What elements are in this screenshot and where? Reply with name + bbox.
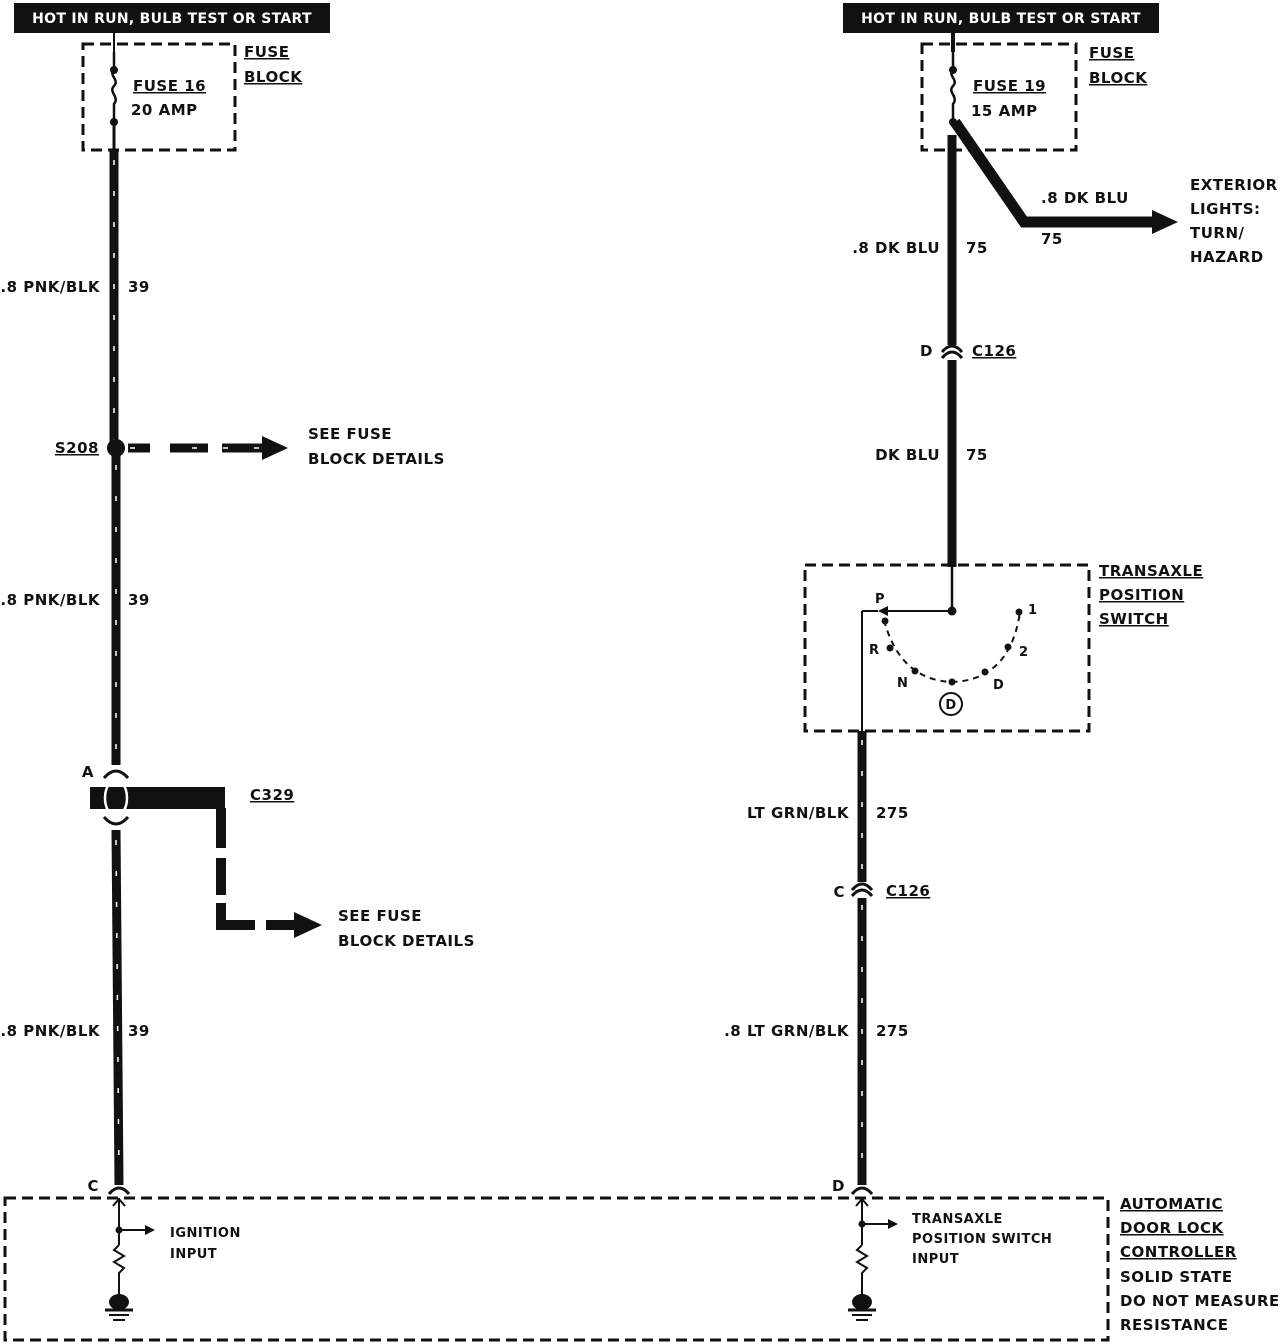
ground-icon — [105, 1294, 133, 1321]
switch-arrow-icon — [878, 606, 888, 616]
transaxle-position-switch — [803, 563, 1091, 733]
fuse19-name: FUSE 19 — [973, 77, 1046, 95]
switch-label-2: POSITION — [1099, 586, 1184, 604]
controller-note-3: RESISTANCE — [1120, 1316, 1228, 1334]
controller-note-1: SOLID STATE — [1120, 1268, 1233, 1286]
connector-c329 — [90, 769, 322, 938]
pos-r: R — [869, 643, 880, 658]
fuse-block-right: FUSE 19 15 AMP FUSE BLOCK — [920, 33, 1148, 152]
connector-c126-bottom-label: C126 — [886, 882, 930, 900]
fuse16-rating: 20 AMP — [131, 101, 198, 119]
wire-pnk-blk-1-circuit: 39 — [128, 278, 150, 296]
splice-s208-dot — [107, 439, 125, 457]
wire-dk-blu-2-spec: DK BLU — [875, 446, 940, 464]
splice-dest-1: SEE FUSE — [308, 425, 392, 443]
controller-terminal-c — [105, 1186, 155, 1321]
exterior-lights-3: TURN/ — [1190, 224, 1245, 242]
wire-dk-blu-1-circuit: 75 — [966, 239, 988, 257]
fuse-block-left: FUSE 16 20 AMP FUSE BLOCK — [81, 33, 303, 152]
wire-lt-grn-blk-2-spec: .8 LT GRN/BLK — [724, 1022, 850, 1040]
fuse-block-right-label-1: FUSE — [1089, 44, 1134, 62]
transaxle-input-3: INPUT — [912, 1252, 959, 1267]
connector-dest-2: BLOCK DETAILS — [338, 932, 475, 950]
fuse-block-right-label-2: BLOCK — [1089, 69, 1148, 87]
controller-name-3: CONTROLLER — [1120, 1243, 1237, 1261]
wire-pnk-blk-2-spec: .8 PNK/BLK — [0, 591, 100, 609]
pos-d-circle: D — [945, 698, 956, 713]
controller-name-1: AUTOMATIC — [1120, 1195, 1223, 1213]
exterior-lights-2: LIGHTS: — [1190, 200, 1261, 218]
fuse16-name: FUSE 16 — [133, 77, 206, 95]
switch-label-3: SWITCH — [1099, 610, 1169, 628]
wire-dk-blu-2-circuit: 75 — [966, 446, 988, 464]
controller-terminal-d — [848, 1186, 898, 1321]
exterior-lights-4: HAZARD — [1190, 248, 1264, 266]
controller-name-2: DOOR LOCK — [1120, 1219, 1225, 1237]
wire-pnk-blk-3-spec: .8 PNK/BLK — [0, 1022, 100, 1040]
wire-lt-grn-blk-2-circuit: 275 — [876, 1022, 909, 1040]
splice-s208-branch — [128, 436, 288, 460]
arrow-right-icon — [1152, 210, 1178, 234]
wire-pnk-blk-2-circuit: 39 — [128, 591, 150, 609]
wire-pnk-blk-3-circuit: 39 — [128, 1022, 150, 1040]
arrow-right-icon — [294, 912, 322, 938]
fuse19-icon — [950, 52, 956, 122]
ground-icon — [848, 1294, 876, 1321]
connector-c126-bottom — [850, 882, 874, 898]
wire-pnk-blk-3 — [111, 829, 124, 1186]
header-left-text: HOT IN RUN, BULB TEST OR START — [32, 11, 312, 27]
pos-2: 2 — [1019, 645, 1029, 660]
connector-dest-1: SEE FUSE — [338, 907, 422, 925]
arrow-right-icon — [145, 1225, 155, 1235]
right-circuit: .8 DK BLU 75 .8 DK BLU 75 EXTERIOR LIGHT… — [724, 118, 1278, 1195]
door-lock-controller: IGNITION INPUT TRANSAXLE POSITION SWITCH… — [3, 1186, 1280, 1342]
splice-dest-2: BLOCK DETAILS — [308, 450, 445, 468]
resistor-icon — [112, 1244, 126, 1295]
connector-c126-bottom-pin: C — [833, 883, 845, 901]
fuse19-rating: 15 AMP — [971, 102, 1038, 120]
arrow-right-icon — [888, 1219, 898, 1229]
connector-c126-top — [940, 344, 964, 360]
resistor-icon — [855, 1244, 869, 1295]
drive-circle-icon — [939, 692, 963, 716]
left-circuit: .8 PNK/BLK 39 S208 SEE FUSE BLOCK DETAIL… — [0, 150, 475, 1195]
wire-lt-grn-blk-1-circuit: 275 — [876, 804, 909, 822]
ignition-input-2: INPUT — [170, 1247, 217, 1262]
wire-dk-blu-1-spec: .8 DK BLU — [852, 239, 940, 257]
wire-lt-grn-blk-1-spec: LT GRN/BLK — [747, 804, 850, 822]
pos-p: P — [875, 592, 885, 607]
pos-1: 1 — [1028, 603, 1038, 618]
branch-circuit: 75 — [1041, 230, 1063, 248]
header-left: HOT IN RUN, BULB TEST OR START — [14, 3, 330, 33]
header-right: HOT IN RUN, BULB TEST OR START — [843, 3, 1159, 33]
connector-c126-top-label: C126 — [972, 342, 1016, 360]
wire-pnk-blk-1-spec: .8 PNK/BLK — [0, 278, 100, 296]
controller-note-2: DO NOT MEASURE — [1120, 1292, 1280, 1310]
exterior-lights-1: EXTERIOR — [1190, 176, 1278, 194]
connector-c126-top-pin: D — [920, 342, 933, 360]
pos-n: N — [897, 676, 908, 691]
fuse-block-left-label-1: FUSE — [244, 43, 289, 61]
controller-pin-d: D — [832, 1177, 845, 1195]
branch-exterior-lights — [950, 118, 1178, 234]
fuse16-icon — [111, 52, 117, 122]
branch-spec: .8 DK BLU — [1041, 189, 1129, 207]
transaxle-input-1: TRANSAXLE — [912, 1212, 1003, 1227]
pos-d: D — [993, 678, 1004, 693]
arrow-right-icon — [262, 436, 288, 460]
controller-pin-c: C — [87, 1177, 99, 1195]
transaxle-input-2: POSITION SWITCH — [912, 1232, 1052, 1247]
switch-label-1: TRANSAXLE — [1099, 562, 1203, 580]
connector-c329-label: C329 — [250, 786, 294, 804]
ignition-input-1: IGNITION — [170, 1226, 241, 1241]
header-right-text: HOT IN RUN, BULB TEST OR START — [861, 11, 1141, 27]
connector-c329-pin: A — [82, 763, 94, 781]
splice-s208-label: S208 — [55, 439, 99, 457]
fuse-block-left-label-2: BLOCK — [244, 68, 303, 86]
